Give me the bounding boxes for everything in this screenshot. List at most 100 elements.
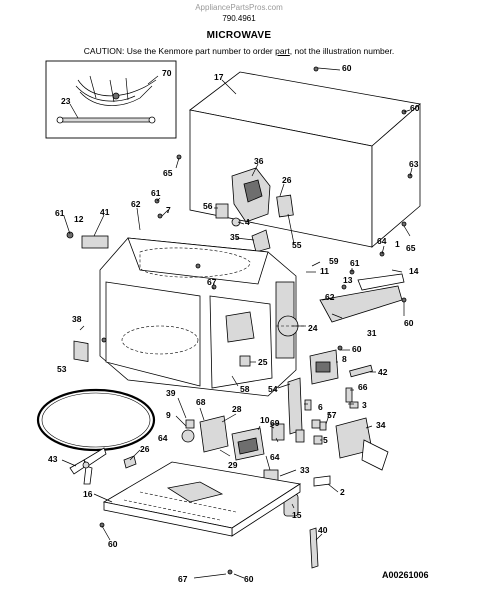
callout-65-right: 65	[406, 243, 416, 253]
callout-60-base: 60	[108, 539, 118, 549]
callout-9: 9	[166, 410, 171, 420]
callout-60-magnetron: 60	[352, 344, 362, 354]
callout-25: 25	[258, 357, 268, 367]
filter-plate	[215, 203, 229, 219]
diagram-title: MICROWAVE	[206, 30, 272, 41]
callout-63: 63	[409, 159, 419, 169]
bulb-socket	[231, 217, 241, 227]
base-plate	[102, 461, 302, 537]
callout-70: 70	[162, 68, 172, 78]
callout-33: 33	[300, 465, 310, 475]
callout-68: 68	[196, 397, 206, 407]
callout-16: 16	[83, 489, 93, 499]
shield-plate	[276, 194, 294, 218]
latch-board	[287, 377, 303, 435]
callout-67-bottom: 67	[178, 574, 188, 584]
callout-14: 14	[409, 266, 419, 276]
callout-67-top: 67	[207, 277, 217, 287]
callout-60-right: 60	[410, 103, 420, 113]
callout-13: 13	[343, 275, 353, 285]
callout-6: 6	[318, 402, 323, 412]
callout-61-right: 61	[350, 258, 360, 268]
door-switches	[304, 387, 359, 445]
caution-note: CAUTION: Use the Kenmore part number to …	[0, 46, 478, 56]
callout-26-top: 26	[282, 175, 292, 185]
callout-65-left: 65	[163, 168, 173, 178]
callout-42: 42	[378, 367, 388, 377]
trim-strip	[309, 527, 319, 569]
callout-69: 69	[270, 418, 280, 428]
harness-inset-box	[45, 60, 177, 139]
callout-64-mid: 64	[158, 433, 168, 443]
callout-7: 7	[166, 205, 171, 215]
caution-part-link[interactable]: part	[275, 46, 290, 56]
callout-59: 59	[329, 256, 339, 266]
callout-60-mid: 60	[404, 318, 414, 328]
callout-38: 38	[72, 314, 82, 324]
fan-bracket	[251, 229, 271, 253]
cavity-motor	[225, 311, 255, 343]
model-number: 790.4961	[222, 14, 256, 23]
callout-66: 66	[358, 382, 368, 392]
callout-24: 24	[308, 323, 318, 333]
turntable-support	[69, 447, 107, 485]
callout-28: 28	[232, 404, 242, 414]
figure-code: A00261006	[382, 570, 429, 580]
callout-64-top: 64	[377, 236, 387, 246]
control-board	[199, 415, 229, 453]
wire-harness	[75, 75, 157, 106]
callout-43: 43	[48, 454, 58, 464]
callout-34: 34	[376, 420, 386, 430]
lamp-bracket	[81, 235, 109, 249]
callout-62-mid: 62	[325, 292, 335, 302]
callout-17: 17	[214, 72, 224, 82]
callout-35: 35	[230, 232, 240, 242]
callout-64-bottom: 64	[270, 452, 280, 462]
watermark: AppliancePartsPros.com	[195, 3, 283, 12]
oven-cavity	[99, 237, 297, 397]
turntable-ring	[36, 388, 156, 452]
callout-54: 54	[268, 384, 278, 394]
leader-lines	[61, 67, 413, 579]
coupler	[123, 455, 137, 469]
magnetron	[309, 349, 339, 385]
callout-labels: 70 23 17 60 60 63 65 36 26 56 4 55 35 61…	[48, 63, 420, 584]
callout-1: 1	[395, 239, 400, 249]
callout-61-mid: 61	[151, 188, 161, 198]
callout-55: 55	[292, 240, 302, 250]
outer-cabinet	[189, 71, 421, 248]
callout-60-top: 60	[342, 63, 352, 73]
callout-57: 57	[327, 410, 337, 420]
callout-41: 41	[100, 207, 110, 217]
callout-2: 2	[340, 487, 345, 497]
callout-8: 8	[342, 354, 347, 364]
caution-text: CAUTION: Use the Kenmore part number to …	[83, 46, 276, 56]
caution-text-end: , not the illustration number.	[289, 46, 395, 56]
callout-12: 12	[74, 214, 84, 224]
transformer	[231, 427, 265, 461]
callout-53: 53	[57, 364, 67, 374]
callout-15: 15	[292, 510, 302, 520]
callout-10: 10	[260, 415, 270, 425]
resistor	[349, 364, 373, 378]
callout-62-top: 62	[131, 199, 141, 209]
callout-58: 58	[240, 384, 250, 394]
air-guide-duct	[73, 340, 89, 362]
inset-wire	[56, 116, 156, 124]
turntable-motor	[181, 429, 195, 443]
callout-5: 5	[323, 435, 328, 445]
callout-26-bottom: 26	[140, 444, 150, 454]
callout-36: 36	[254, 156, 264, 166]
callout-3: 3	[362, 400, 367, 410]
callout-29: 29	[228, 460, 238, 470]
callout-60-bottom: 60	[244, 574, 254, 584]
callout-56: 56	[203, 201, 213, 211]
callout-4: 4	[245, 217, 250, 227]
callout-39: 39	[166, 388, 176, 398]
sensor	[185, 419, 195, 429]
callout-40: 40	[318, 525, 328, 535]
thermal-cutout	[239, 355, 251, 367]
fan-motor-assembly	[335, 417, 389, 471]
callout-23: 23	[61, 96, 71, 106]
